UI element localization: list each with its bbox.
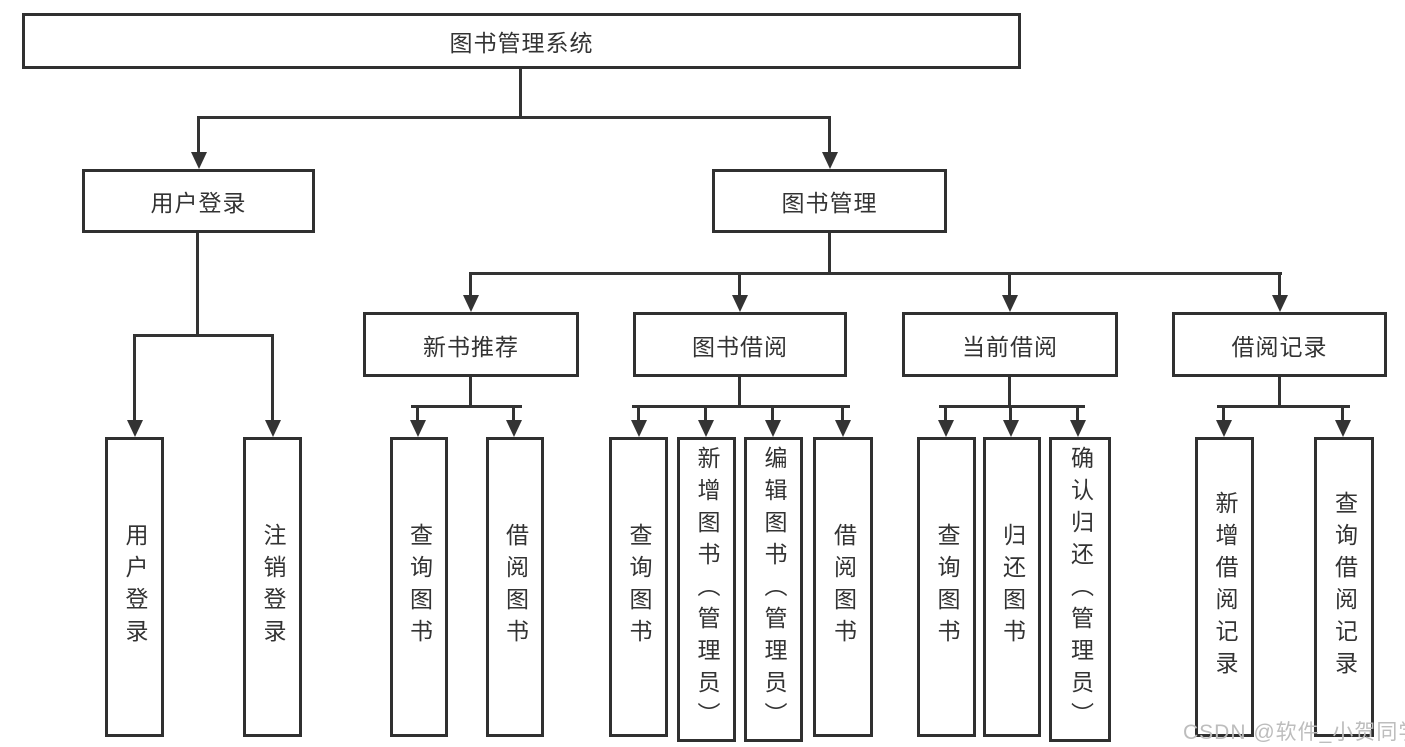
leaf-user-login-label: 用户登录 [122,523,148,651]
leaf-query-borrow-record: 查询借阅记录 [1314,437,1374,737]
node-current-borrowing-label: 当前借阅 [962,333,1058,360]
connector-line [939,405,1085,408]
arrow-down-icon [1002,406,1019,437]
arrow-down-icon [126,335,143,437]
node-book-borrowing: 图书借阅 [633,312,847,377]
watermark-text: CSDN @软件_小贺同学 [1183,721,1405,744]
leaf-query-books-1-label: 查询图书 [406,523,433,651]
node-book-management: 图书管理 [712,169,947,233]
arrow-down-icon [1334,406,1351,437]
leaf-add-borrow-record: 新增借阅记录 [1195,437,1254,737]
leaf-query-borrow-record-label: 查询借阅记录 [1331,491,1358,683]
arrow-down-icon [630,406,647,437]
node-root-label: 图书管理系统 [449,30,594,56]
leaf-edit-books-admin-label: 编辑图书（管理员） [761,445,787,734]
arrow-down-icon [1271,273,1288,312]
connector-line [1278,377,1281,406]
leaf-logout-label: 注销登录 [260,523,286,651]
leaf-return-books-label: 归还图书 [999,523,1026,651]
connector-line [1217,405,1350,408]
leaf-add-books-admin: 新增图书（管理员） [677,437,736,742]
node-borrow-records-label: 借阅记录 [1231,333,1328,360]
arrow-down-icon [505,406,522,437]
connector-line [469,377,472,406]
leaf-query-books-2: 查询图书 [609,437,668,737]
arrow-down-icon [697,406,714,437]
node-current-borrowing: 当前借阅 [902,312,1118,377]
node-root: 图书管理系统 [22,13,1021,69]
node-borrow-records: 借阅记录 [1172,312,1387,377]
leaf-borrow-books-2-label: 借阅图书 [830,523,857,651]
connector-line [519,69,522,117]
leaf-add-borrow-record-label: 新增借阅记录 [1212,491,1238,683]
leaf-logout: 注销登录 [243,437,302,737]
connector-line [738,377,741,406]
leaf-edit-books-admin: 编辑图书（管理员） [744,437,803,742]
node-book-borrowing-label: 图书借阅 [692,333,788,360]
node-user-login-label: 用户登录 [150,190,247,216]
arrow-down-icon [821,117,838,169]
connector-line [828,233,831,273]
arrow-down-icon [764,406,781,437]
connector-line [632,405,850,408]
leaf-return-books: 归还图书 [983,437,1041,737]
leaf-query-books-3: 查询图书 [917,437,976,737]
arrow-down-icon [1001,273,1018,312]
leaf-borrow-books-2: 借阅图书 [813,437,873,737]
connector-line [133,334,274,337]
leaf-query-books-3-label: 查询图书 [934,523,960,651]
leaf-add-books-admin-label: 新增图书（管理员） [694,445,720,734]
connector-line [1008,377,1011,406]
arrow-down-icon [937,406,954,437]
arrow-down-icon [409,406,426,437]
leaf-confirm-return-admin: 确认归还（管理员） [1049,437,1111,742]
node-user-login: 用户登录 [82,169,315,233]
arrow-down-icon [462,273,479,312]
leaf-query-books-1: 查询图书 [390,437,448,737]
leaf-user-login: 用户登录 [105,437,164,737]
node-book-management-label: 图书管理 [781,190,878,216]
node-new-book-recommend: 新书推荐 [363,312,579,377]
connector-line [196,233,199,335]
arrow-down-icon [731,273,748,312]
arrow-down-icon [264,335,281,437]
arrow-down-icon [834,406,851,437]
node-new-book-recommend-label: 新书推荐 [423,333,519,360]
leaf-borrow-books-1: 借阅图书 [486,437,544,737]
connector-line [411,405,522,408]
connector-line [469,272,1282,275]
arrow-down-icon [1215,406,1232,437]
leaf-confirm-return-admin-label: 确认归还（管理员） [1067,445,1094,734]
arrow-down-icon [190,117,207,169]
leaf-borrow-books-1-label: 借阅图书 [502,523,529,651]
arrow-down-icon [1069,406,1086,437]
connector-line [197,116,831,119]
leaf-query-books-2-label: 查询图书 [626,523,652,651]
